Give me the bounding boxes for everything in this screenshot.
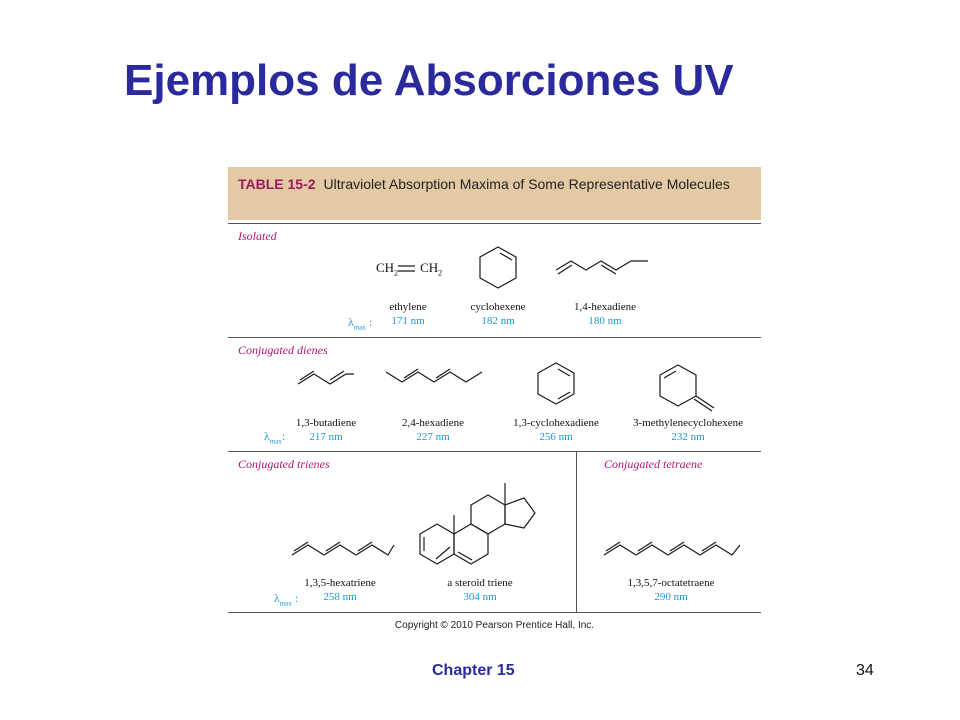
value-hexatriene: 258 nm bbox=[323, 591, 357, 603]
value-ethylene: 171 nm bbox=[391, 315, 425, 327]
copyright-notice: Copyright © 2010 Pearson Prentice Hall, … bbox=[394, 620, 595, 631]
hexatriene-structure bbox=[291, 541, 395, 556]
name-octatetraene: 1,3,5,7-octatetraene bbox=[627, 577, 715, 589]
lambda-max-label-trienes: λmax : bbox=[274, 591, 299, 608]
section-label-conjugated-trienes: Conjugated trienes bbox=[238, 457, 330, 471]
steroid-triene-structure bbox=[419, 483, 536, 565]
value-butadiene: 217 nm bbox=[309, 431, 343, 443]
divider-bottom bbox=[228, 612, 761, 613]
name-hexadiene-24: 2,4-hexadiene bbox=[402, 417, 464, 429]
name-methylenecyclohexene: 3-methylenecyclohexene bbox=[633, 417, 743, 429]
table-title: Ultraviolet Absorption Maxima of Some Re… bbox=[323, 176, 730, 192]
section-label-conjugated-tetraene: Conjugated tetraene bbox=[604, 457, 703, 471]
butadiene-structure bbox=[297, 370, 354, 385]
footer-chapter: Chapter 15 bbox=[432, 662, 515, 679]
value-cyclohexene: 182 nm bbox=[481, 315, 515, 327]
methylenecyclohexene-structure bbox=[659, 364, 715, 412]
section-label-isolated: Isolated bbox=[238, 229, 277, 243]
value-steroid-triene: 304 nm bbox=[463, 591, 497, 603]
name-ethylene: ethylene bbox=[389, 301, 427, 313]
cyclohexene-structure bbox=[479, 246, 517, 289]
table-number: TABLE 15-2 bbox=[238, 176, 316, 192]
name-hexatriene: 1,3,5-hexatriene bbox=[304, 577, 376, 589]
table-header: TABLE 15-2 Ultraviolet Absorption Maxima … bbox=[228, 167, 761, 220]
table-caption: TABLE 15-2 Ultraviolet Absorption Maxima … bbox=[238, 176, 748, 192]
lambda-max-label-dienes: λmax: bbox=[264, 429, 286, 446]
value-hexadiene-24: 227 nm bbox=[416, 431, 450, 443]
name-cyclohexene: cyclohexene bbox=[470, 301, 526, 313]
value-octatetraene: 290 nm bbox=[654, 591, 688, 603]
divider-vertical bbox=[576, 451, 577, 612]
hexadiene-14-structure bbox=[555, 260, 648, 275]
hexadiene-24-structure bbox=[385, 368, 483, 383]
name-butadiene: 1,3-butadiene bbox=[295, 417, 357, 429]
lambda-max-label-isolated: λmax : bbox=[348, 315, 373, 332]
divider-isolated bbox=[228, 337, 761, 338]
ethylene-structure bbox=[398, 265, 415, 272]
cyclohexadiene-13-structure bbox=[537, 362, 575, 405]
value-hexadiene-14: 180 nm bbox=[588, 315, 622, 327]
name-hexadiene-14: 1,4-hexadiene bbox=[574, 301, 636, 313]
octatetraene-structure bbox=[603, 541, 741, 556]
value-cyclohexadiene-13: 256 nm bbox=[539, 431, 573, 443]
uv-absorption-table: TABLE 15-2 Ultraviolet Absorption Maxima … bbox=[228, 167, 761, 631]
slide-title: Ejemplos de Absorciones UV bbox=[124, 56, 734, 105]
section-label-conjugated-dienes: Conjugated dienes bbox=[238, 343, 328, 357]
divider-top bbox=[228, 223, 761, 224]
molecule-structures bbox=[291, 246, 741, 565]
name-cyclohexadiene-13: 1,3-cyclohexadiene bbox=[513, 417, 599, 429]
value-methylenecyclohexene: 232 nm bbox=[671, 431, 705, 443]
divider-dienes bbox=[228, 451, 761, 452]
footer-page-number: 34 bbox=[856, 662, 874, 679]
name-steroid-triene: a steroid triene bbox=[447, 577, 513, 589]
